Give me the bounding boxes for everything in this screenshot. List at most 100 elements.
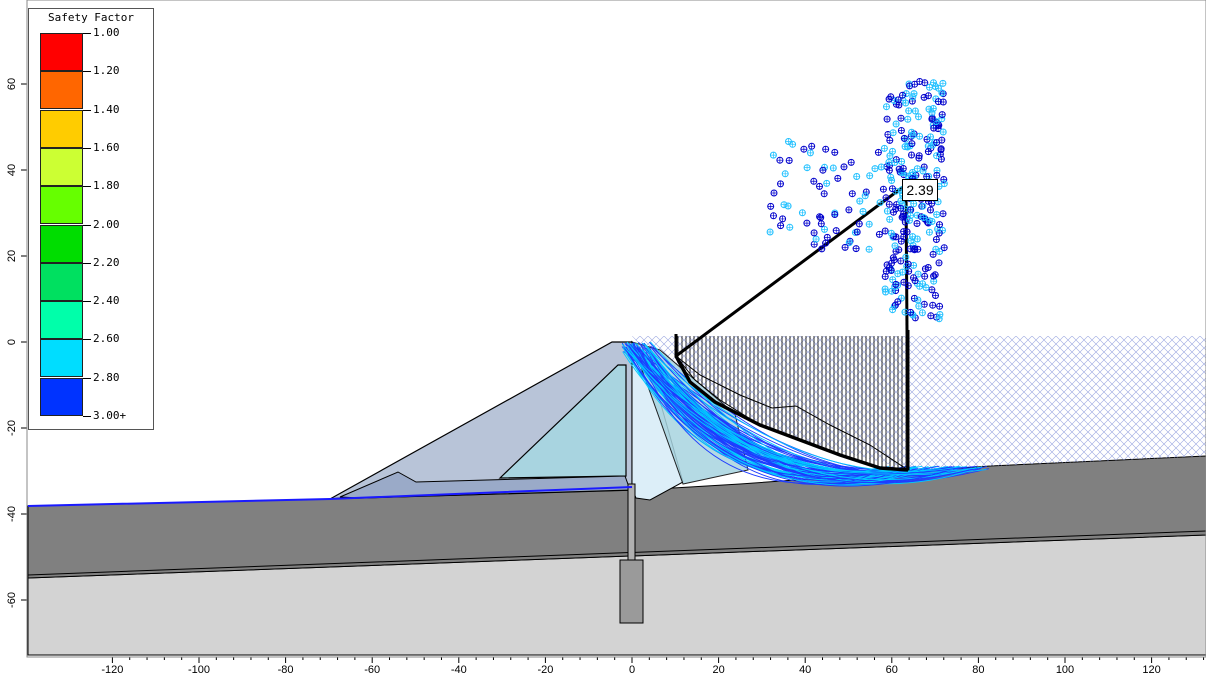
slip-center-cross — [911, 246, 918, 253]
slip-center-cross — [889, 306, 896, 313]
legend-label: 1.00 — [93, 26, 120, 39]
slip-center-cross — [915, 113, 922, 120]
slip-center-cross — [776, 157, 783, 164]
slip-surface-line — [627, 345, 910, 472]
slip-center-cross — [856, 220, 863, 227]
legend-swatch — [40, 224, 83, 263]
slip-center-cross — [816, 213, 823, 220]
slip-center-cross — [916, 152, 923, 159]
slip-center-cross — [915, 271, 922, 278]
legend-tick — [83, 71, 91, 73]
slip-center-cross — [818, 220, 825, 227]
slip-center-cross — [779, 215, 786, 222]
slip-center-cross — [928, 286, 935, 293]
slip-center-cross — [800, 146, 807, 153]
slip-center-cross — [930, 125, 937, 132]
legend-tick — [83, 301, 91, 303]
slip-center-cross — [842, 244, 849, 251]
slip-center-cross — [891, 256, 898, 263]
radius-line-left — [675, 185, 904, 358]
slip-center-cross — [928, 200, 935, 207]
y-tick-label: 20 — [6, 250, 18, 262]
slip-center-cross — [930, 105, 937, 112]
slip-center-cross — [927, 133, 934, 140]
slip-center-cross — [936, 230, 943, 237]
slip-center-cross — [891, 242, 898, 249]
legend-label: 2.80 — [93, 370, 120, 384]
slip-center-cross — [890, 129, 897, 136]
legend-label: 1.20 — [93, 64, 120, 78]
slip-center-cross — [910, 200, 917, 207]
slip-center-cross — [834, 175, 841, 182]
slip-center-cross — [910, 262, 917, 269]
legend-label: 2.40 — [93, 294, 120, 308]
slip-center-cross — [848, 159, 855, 166]
y-tick-label: 0 — [6, 339, 18, 345]
slip-center-cross — [935, 259, 942, 266]
slip-center-cross — [886, 152, 893, 159]
slip-center-cross — [888, 288, 895, 295]
slip-center-cross — [889, 276, 896, 283]
slip-center-cross — [889, 148, 896, 155]
slip-center-cross — [821, 226, 828, 233]
slip-center-cross — [933, 139, 940, 146]
legend-label: 1.80 — [93, 179, 120, 193]
slip-center-cross — [803, 220, 810, 227]
slip-center-cross — [936, 221, 943, 228]
slip-center-cross — [893, 201, 900, 208]
slip-center-cross — [940, 98, 947, 105]
slip-center-cross — [902, 309, 909, 316]
slip-center-cross — [923, 173, 930, 180]
slip-center-cross — [921, 273, 928, 280]
slip-center-cross — [889, 185, 896, 192]
legend-tick — [83, 416, 91, 417]
slip-center-cross — [913, 220, 920, 227]
slip-center-cross — [914, 165, 921, 172]
slip-center-cross — [902, 254, 909, 261]
slip-center-cross — [940, 176, 947, 183]
slip-center-cross — [919, 203, 926, 210]
slip-surfaces — [621, 341, 990, 487]
slip-center-cross — [902, 100, 909, 107]
legend-swatch — [40, 186, 83, 225]
slip-center-cross — [767, 203, 774, 210]
slip-center-cross — [893, 248, 900, 255]
slip-center-cross — [898, 158, 905, 165]
slip-center-cross — [781, 201, 788, 208]
x-tick-label: -40 — [451, 664, 467, 676]
slip-center-cross — [770, 190, 777, 197]
legend-swatch — [40, 377, 83, 416]
slip-center-cross — [927, 312, 934, 319]
slip-center-cross — [804, 164, 811, 171]
legend-tick — [83, 109, 91, 111]
slip-center-cross — [898, 295, 905, 302]
slip-center-cross — [884, 131, 891, 138]
slip-center-cross — [899, 269, 906, 276]
slip-center-cross — [786, 224, 793, 231]
slip-center-cross — [786, 157, 793, 164]
slip-center-cross — [878, 163, 885, 170]
slip-center-cross — [936, 303, 943, 310]
slip-center-cross — [905, 261, 912, 268]
slip-surface-line — [638, 346, 965, 475]
slip-center-cross — [941, 244, 948, 251]
legend-tick — [83, 262, 91, 264]
legend-tick — [83, 224, 91, 226]
slip-center-cross — [935, 85, 942, 92]
slip-center-cross — [914, 236, 921, 243]
legend-tick — [83, 147, 91, 149]
slice-region — [676, 336, 908, 470]
x-tick-label: 80 — [972, 664, 984, 676]
slip-center-cross — [845, 206, 852, 213]
slip-center-cross — [807, 149, 814, 156]
slip-center-cross — [941, 180, 948, 187]
slip-center-cross — [884, 116, 891, 123]
slip-center-cross — [866, 221, 873, 228]
slip-center-cross — [893, 121, 900, 128]
slip-center-cross — [909, 98, 916, 105]
slip-center-cross — [770, 152, 777, 159]
slip-center-cross — [939, 80, 946, 87]
slip-center-cross — [816, 183, 823, 190]
